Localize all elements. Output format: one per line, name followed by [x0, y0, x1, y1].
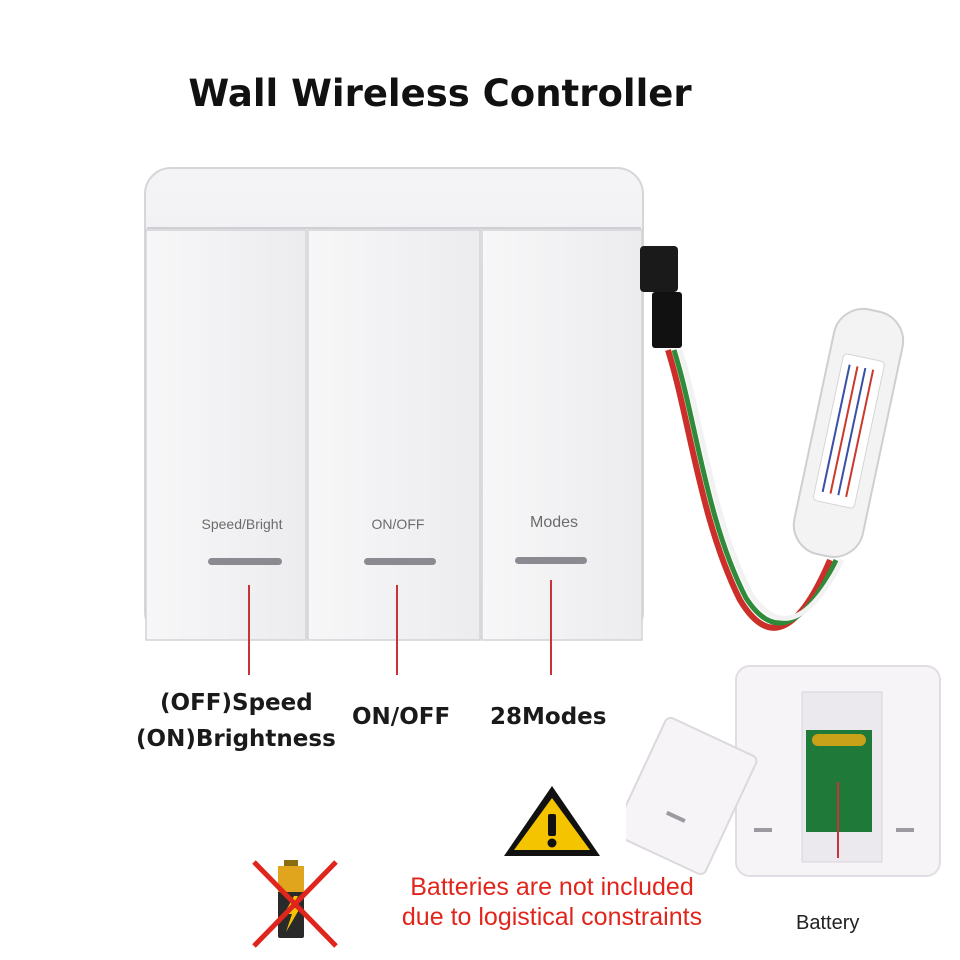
- callout-brightness: (ON)Brightness: [136, 726, 336, 752]
- no-battery-icon: [252, 860, 338, 948]
- callout-on-off: ON/OFF: [352, 704, 451, 730]
- battery-compartment-illustration: [626, 665, 941, 877]
- battery-label: Battery: [796, 912, 860, 934]
- warning-line-2: due to logistical constraints: [401, 903, 703, 931]
- callout-modes: 28Modes: [490, 704, 607, 730]
- button-label-modes: Modes: [529, 514, 579, 531]
- indicator-slot-3: [515, 557, 587, 564]
- battery-warning-text: Batteries are not included due to logist…: [352, 872, 752, 932]
- indicator-slot-2: [364, 558, 436, 565]
- button-label-speed-bright: Speed/Bright: [201, 516, 283, 532]
- led-controller-module: [792, 307, 905, 558]
- page-title: Wall Wireless Controller: [188, 72, 692, 115]
- button-label-on-off: ON/OFF: [371, 516, 425, 532]
- key-speed-bright: [145, 229, 307, 641]
- warning-line-1: Batteries are not included: [410, 873, 694, 901]
- key-modes: [481, 229, 643, 641]
- callout-speed: (OFF)Speed: [160, 690, 313, 716]
- connector-plug: [640, 246, 678, 292]
- warning-icon: [504, 786, 600, 856]
- key-on-off: [307, 229, 481, 641]
- indicator-slot-1: [208, 558, 282, 565]
